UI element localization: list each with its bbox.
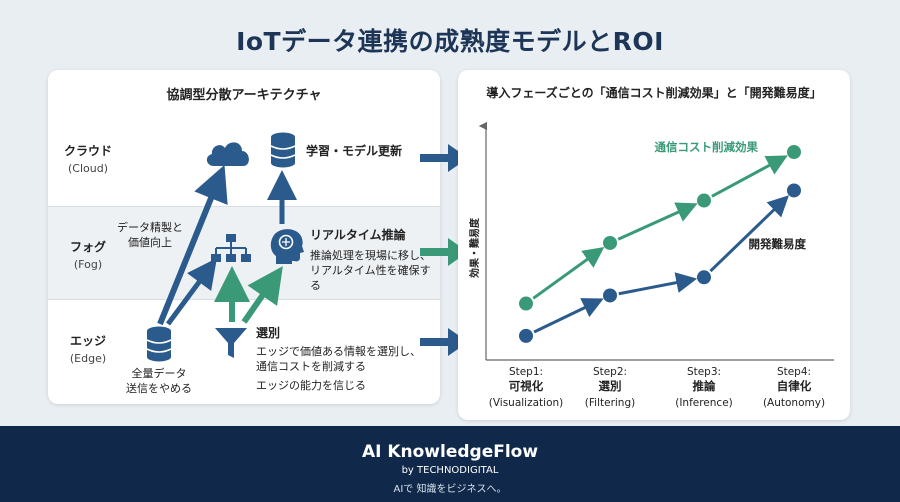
database-icon [270,132,296,168]
x-tick-label: 推論 [693,379,716,393]
roi-chart-heading: 導入フェーズごとの「通信コスト削減効果」と「開発難易度」 [486,86,822,100]
series-1-point [697,270,711,285]
realtime-title: リアルタイム推論 [310,228,406,242]
connector-arrow-cloud [420,144,468,172]
connector-arrow-fog [420,238,468,266]
tier-cloud-label: クラウド [63,144,112,158]
edge-database-label-line2: 送信をやめる [126,382,192,395]
x-tick-label: Step3: [687,366,721,378]
select-desc: エッジで価値ある情報を選別し、 通信コストを削減する [256,344,421,374]
series-1-point [519,328,533,343]
series-label-cost-reduction: 通信コスト削減効果 [655,140,759,154]
x-tick-label: (Visualization) [489,397,564,409]
network-icon [211,234,251,262]
footer: AI KnowledgeFlow by TECHNODIGITAL AIで 知識… [0,426,900,502]
architecture-heading: 協調型分散アーキテクチャ [166,88,322,103]
tier-cloud-sub: (Cloud) [67,162,108,175]
tier-cloud: クラウド (Cloud) [48,142,128,175]
tier-edge: エッジ (Edge) [48,332,128,365]
edge-to-cloud-arrow [157,164,228,326]
funnel-icon [215,328,247,358]
x-tick-label: (Filtering) [585,397,635,409]
cloud-icon [206,142,249,166]
tier-fog-label: フォグ [69,240,106,254]
brand-name: AI KnowledgeFlow [361,442,539,462]
series-1-point [787,183,801,198]
x-tick-label: Step2: [593,366,627,378]
x-tick-label: (Autonomy) [763,397,825,409]
refine-label: データ精製と 価値向上 [110,220,190,250]
x-tick-label: 自律化 [777,379,812,393]
realtime-desc-line1: 推論処理を現場に移し、 [310,249,431,262]
series-0-point [697,193,711,208]
series-1-point [603,288,617,303]
select-desc-line2: 通信コストを削減する [256,360,366,373]
series-0-point [787,145,801,160]
roi-chart-panel: 導入フェーズごとの「通信コスト削減効果」と「開発難易度」 効果・難易度 通信コスト… [458,70,850,420]
architecture-panel: 協調型分散アーキテクチャ クラウド (Cloud) フォグ (Fog) エッジ … [48,70,440,404]
page-title: IoTデータ連携の成熟度モデルとROI [236,27,664,56]
select-desc-line1: エッジで価値ある情報を選別し、 [256,345,421,358]
edge-database-icon [146,326,172,362]
series-0-segment [711,155,788,198]
series-label-difficulty: 開発難易度 [749,237,807,251]
realtime-desc: 推論処理を現場に移し、 リアルタイム性を確保する [310,248,440,293]
edge-database-label: 全量データ 送信をやめる [114,366,204,396]
series-0-segment [617,202,698,241]
connector-arrow-edge [420,328,468,356]
connector-arrows [420,144,468,356]
series-0-segment [532,247,605,300]
series-1-segment [618,272,698,296]
ai-head-icon [270,229,304,264]
series-0-point [603,235,617,250]
refine-label-line2: 価値向上 [128,236,172,249]
x-tick-label: (Inference) [675,397,733,409]
filter-to-brain-arrow [241,266,283,324]
brand-company: by TECHNODIGITAL [401,465,499,476]
edge-database-label-line1: 全量データ [131,367,187,380]
x-tick-label: 選別 [599,379,622,393]
edge-to-fog-arrow [165,257,217,326]
cloud-update-label: 学習・モデル更新 [306,144,403,158]
trust-label: エッジの能力を信じる [256,379,366,392]
refine-label-line1: データ精製と [117,221,183,234]
series-1-segment [709,195,789,273]
series-1-segment [533,298,604,334]
tier-fog: フォグ (Fog) [48,238,128,271]
tier-fog-sub: (Fog) [73,258,103,271]
x-tick-label: Step4: [777,366,811,378]
brand-tagline: AIで 知識をビジネスへ。 [393,484,507,495]
architecture-arrows [157,164,297,326]
y-axis-label: 効果・難易度 [468,217,481,278]
realtime-desc-line2: リアルタイム性を確保する [310,264,431,292]
select-title: 選別 [256,326,281,340]
x-tick-label: 可視化 [509,379,544,393]
x-tick-label: Step1: [509,366,543,378]
tier-edge-sub: (Edge) [69,352,107,365]
series-0-point [519,296,533,311]
tier-edge-label: エッジ [69,334,106,348]
